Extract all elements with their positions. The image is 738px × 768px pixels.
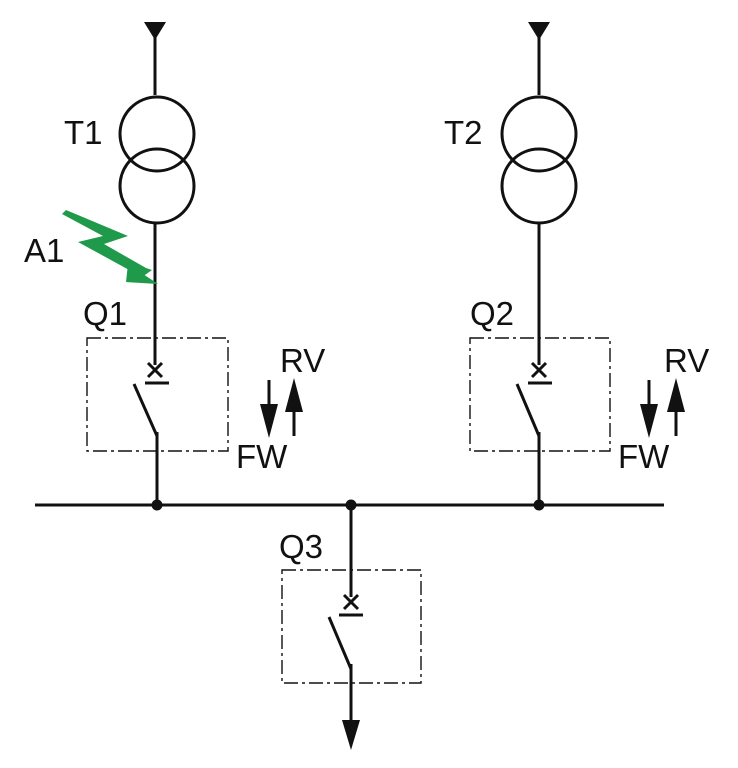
load-arrow-icon — [342, 720, 360, 750]
transformer-t2-label: T2 — [444, 114, 483, 151]
fault-a1-label: A1 — [24, 232, 64, 269]
breaker-q3-symbol-icon — [327, 593, 363, 670]
direction-rv-label-q1: RV — [280, 342, 325, 379]
breaker-q1-label: Q1 — [83, 295, 127, 332]
transformer-t1-label: T1 — [64, 114, 103, 151]
direction-arrows-q1-icon — [260, 378, 303, 438]
junction-node — [151, 499, 163, 511]
breaker-q1-enclosure — [86, 337, 229, 452]
breaker-q2-label: Q2 — [470, 295, 514, 332]
direction-fw-label-q1: FW — [236, 438, 288, 475]
junction-node — [533, 499, 545, 511]
breaker-q3-label: Q3 — [279, 528, 323, 565]
breaker-q1-symbol-icon — [132, 361, 169, 437]
direction-arrows-q2-icon — [640, 378, 685, 438]
feeder-outgoing: Q3 — [279, 505, 422, 750]
feeder-left: T1 A1 Q1 RV FW — [24, 22, 325, 505]
breaker-q3-enclosure — [281, 569, 422, 684]
breaker-q2-symbol-icon — [515, 361, 552, 437]
breaker-q2-enclosure — [469, 337, 611, 452]
transformer-t2-icon — [500, 95, 578, 225]
transformer-t1-icon — [118, 95, 196, 225]
direction-rv-label-q2: RV — [664, 342, 709, 379]
fault-lightning-icon — [62, 210, 158, 284]
feeder-right: T2 Q2 RV FW — [444, 22, 709, 505]
direction-fw-label-q2: FW — [618, 438, 670, 475]
